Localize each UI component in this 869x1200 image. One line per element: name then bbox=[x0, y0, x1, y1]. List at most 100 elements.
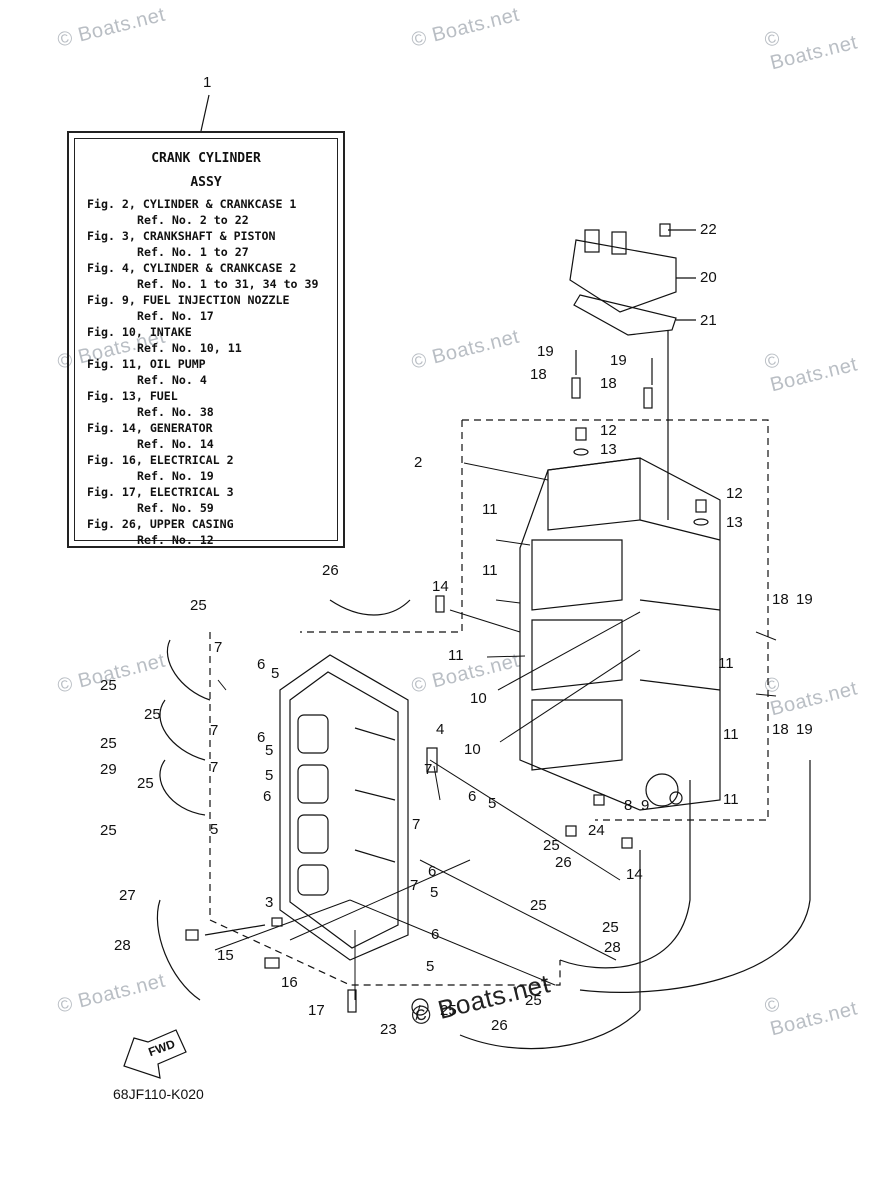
legend-ref: Ref. No. 38 bbox=[137, 405, 214, 419]
legend-fig: Fig. 16, ELECTRICAL 2 bbox=[87, 453, 234, 467]
part-callout: 10 bbox=[470, 690, 487, 707]
part-callout: 25 bbox=[100, 677, 117, 694]
part-callout: 29 bbox=[100, 761, 117, 778]
part-callout: 20 bbox=[700, 269, 717, 286]
legend-fig: Fig. 17, ELECTRICAL 3 bbox=[87, 485, 234, 499]
part-callout: 19 bbox=[537, 343, 554, 360]
part-callout: 7 bbox=[210, 759, 219, 776]
part-callout: 16 bbox=[281, 974, 298, 991]
part-callout: 5 bbox=[426, 958, 435, 975]
part-callout: 7 bbox=[424, 761, 433, 778]
part-callout: 25 bbox=[100, 735, 117, 752]
part-callout: 18 bbox=[772, 721, 789, 738]
part-callout: 25 bbox=[530, 897, 547, 914]
legend-ref: Ref. No. 4 bbox=[137, 373, 207, 387]
legend-fig: Fig. 4, CYLINDER & CRANKCASE 2 bbox=[87, 261, 297, 275]
part-callout: 25 bbox=[100, 822, 117, 839]
cylinder-group-outline bbox=[209, 419, 769, 986]
legend-ref: Ref. No. 10, 11 bbox=[137, 341, 242, 355]
part-callout: 4 bbox=[436, 721, 445, 738]
legend-ref: Ref. No. 59 bbox=[137, 501, 214, 515]
part-callout: 12 bbox=[600, 422, 617, 439]
part-callout: 14 bbox=[626, 866, 643, 883]
legend-fig: Fig. 11, OIL PUMP bbox=[87, 357, 206, 371]
part-callout: 19 bbox=[610, 352, 627, 369]
legend-callout: 1 bbox=[203, 74, 212, 91]
legend-fig: Fig. 14, GENERATOR bbox=[87, 421, 213, 435]
part-callout: 17 bbox=[308, 1002, 325, 1019]
legend-ref: Ref. No. 12 bbox=[137, 533, 214, 547]
part-callout: 5 bbox=[488, 795, 497, 812]
part-callout: 5 bbox=[430, 884, 439, 901]
legend-ref: Ref. No. 19 bbox=[137, 469, 214, 483]
part-callout: 22 bbox=[700, 221, 717, 238]
legend-ref: Ref. No. 1 to 31, 34 to 39 bbox=[137, 277, 319, 291]
part-callout: 27 bbox=[119, 887, 136, 904]
legend-ref: Ref. No. 1 to 27 bbox=[137, 245, 249, 259]
legend-entries: Fig. 2, CYLINDER & CRANKCASE 1 Ref. No. … bbox=[87, 196, 331, 548]
part-callout: 15 bbox=[217, 947, 234, 964]
part-callout: 18 bbox=[530, 366, 547, 383]
part-callout: 7 bbox=[210, 722, 219, 739]
part-callout: 18 bbox=[600, 375, 617, 392]
part-callout: 5 bbox=[265, 742, 274, 759]
part-callout: 11 bbox=[448, 647, 464, 664]
part-callout: 25 bbox=[440, 1002, 457, 1019]
diagram-code: 68JF110-K020 bbox=[113, 1086, 204, 1102]
part-callout: 23 bbox=[380, 1021, 397, 1038]
water-hose-part bbox=[156, 599, 811, 1050]
part-callout: 6 bbox=[257, 656, 266, 673]
legend-box: CRANK CYLINDER ASSY Fig. 2, CYLINDER & C… bbox=[67, 131, 345, 548]
part-callout: 5 bbox=[265, 767, 274, 784]
part-callout: 26 bbox=[322, 562, 339, 579]
part-callout: 11 bbox=[718, 655, 734, 672]
part-callout: 25 bbox=[144, 706, 161, 723]
legend-ref: Ref. No. 14 bbox=[137, 437, 214, 451]
legend-title: CRANK CYLINDER bbox=[151, 151, 261, 166]
part-callout: 21 bbox=[700, 312, 717, 329]
legend-fig: Fig. 10, INTAKE bbox=[87, 325, 192, 339]
legend-ref: Ref. No. 17 bbox=[137, 309, 214, 323]
part-callout: 3 bbox=[265, 894, 274, 911]
part-callout: 28 bbox=[114, 937, 131, 954]
part-callout: 7 bbox=[214, 639, 223, 656]
part-callout: 13 bbox=[600, 441, 617, 458]
part-callout: 6 bbox=[257, 729, 266, 746]
part-callout: 19 bbox=[796, 721, 813, 738]
legend-ref: Ref. No. 2 to 22 bbox=[137, 213, 249, 227]
part-callout: 2 bbox=[414, 454, 423, 471]
part-callout: 5 bbox=[271, 665, 280, 682]
legend-fig: Fig. 13, FUEL bbox=[87, 389, 178, 403]
part-callout: 18 bbox=[772, 591, 789, 608]
crankcase-block-part bbox=[519, 350, 721, 811]
part-callout: 6 bbox=[431, 926, 440, 943]
legend-fig: Fig. 9, FUEL INJECTION NOZZLE bbox=[87, 293, 290, 307]
part-callout: 24 bbox=[588, 822, 605, 839]
head-cover-part bbox=[569, 223, 696, 520]
part-callout: 25 bbox=[525, 992, 542, 1009]
legend-inner-frame: CRANK CYLINDER ASSY Fig. 2, CYLINDER & C… bbox=[74, 138, 338, 547]
part-callout: 6 bbox=[428, 863, 437, 880]
part-callout: 25 bbox=[137, 775, 154, 792]
legend-leader bbox=[200, 94, 210, 132]
part-callout: 28 bbox=[604, 939, 621, 956]
legend-fig: Fig. 3, CRANKSHAFT & PISTON bbox=[87, 229, 276, 243]
part-callout: 7 bbox=[412, 816, 421, 833]
part-callout: 26 bbox=[555, 854, 572, 871]
cylinder-head-part bbox=[279, 654, 409, 961]
part-callout: 25 bbox=[543, 837, 560, 854]
bolt-fitting-parts bbox=[185, 595, 633, 1016]
part-callout: 25 bbox=[190, 597, 207, 614]
part-callout: 10 bbox=[464, 741, 481, 758]
part-callout: 6 bbox=[468, 788, 477, 805]
part-callout: 7 bbox=[410, 877, 419, 894]
part-callout: 11 bbox=[482, 562, 498, 579]
part-callout: 14 bbox=[432, 578, 449, 595]
part-callout: 13 bbox=[726, 514, 743, 531]
legend-fig: Fig. 26, UPPER CASING bbox=[87, 517, 234, 531]
fwd-arrow-shape bbox=[123, 1029, 187, 1079]
part-callout: 11 bbox=[482, 501, 498, 518]
legend-subtitle: ASSY bbox=[190, 175, 222, 190]
part-callout: 8 bbox=[624, 797, 633, 814]
